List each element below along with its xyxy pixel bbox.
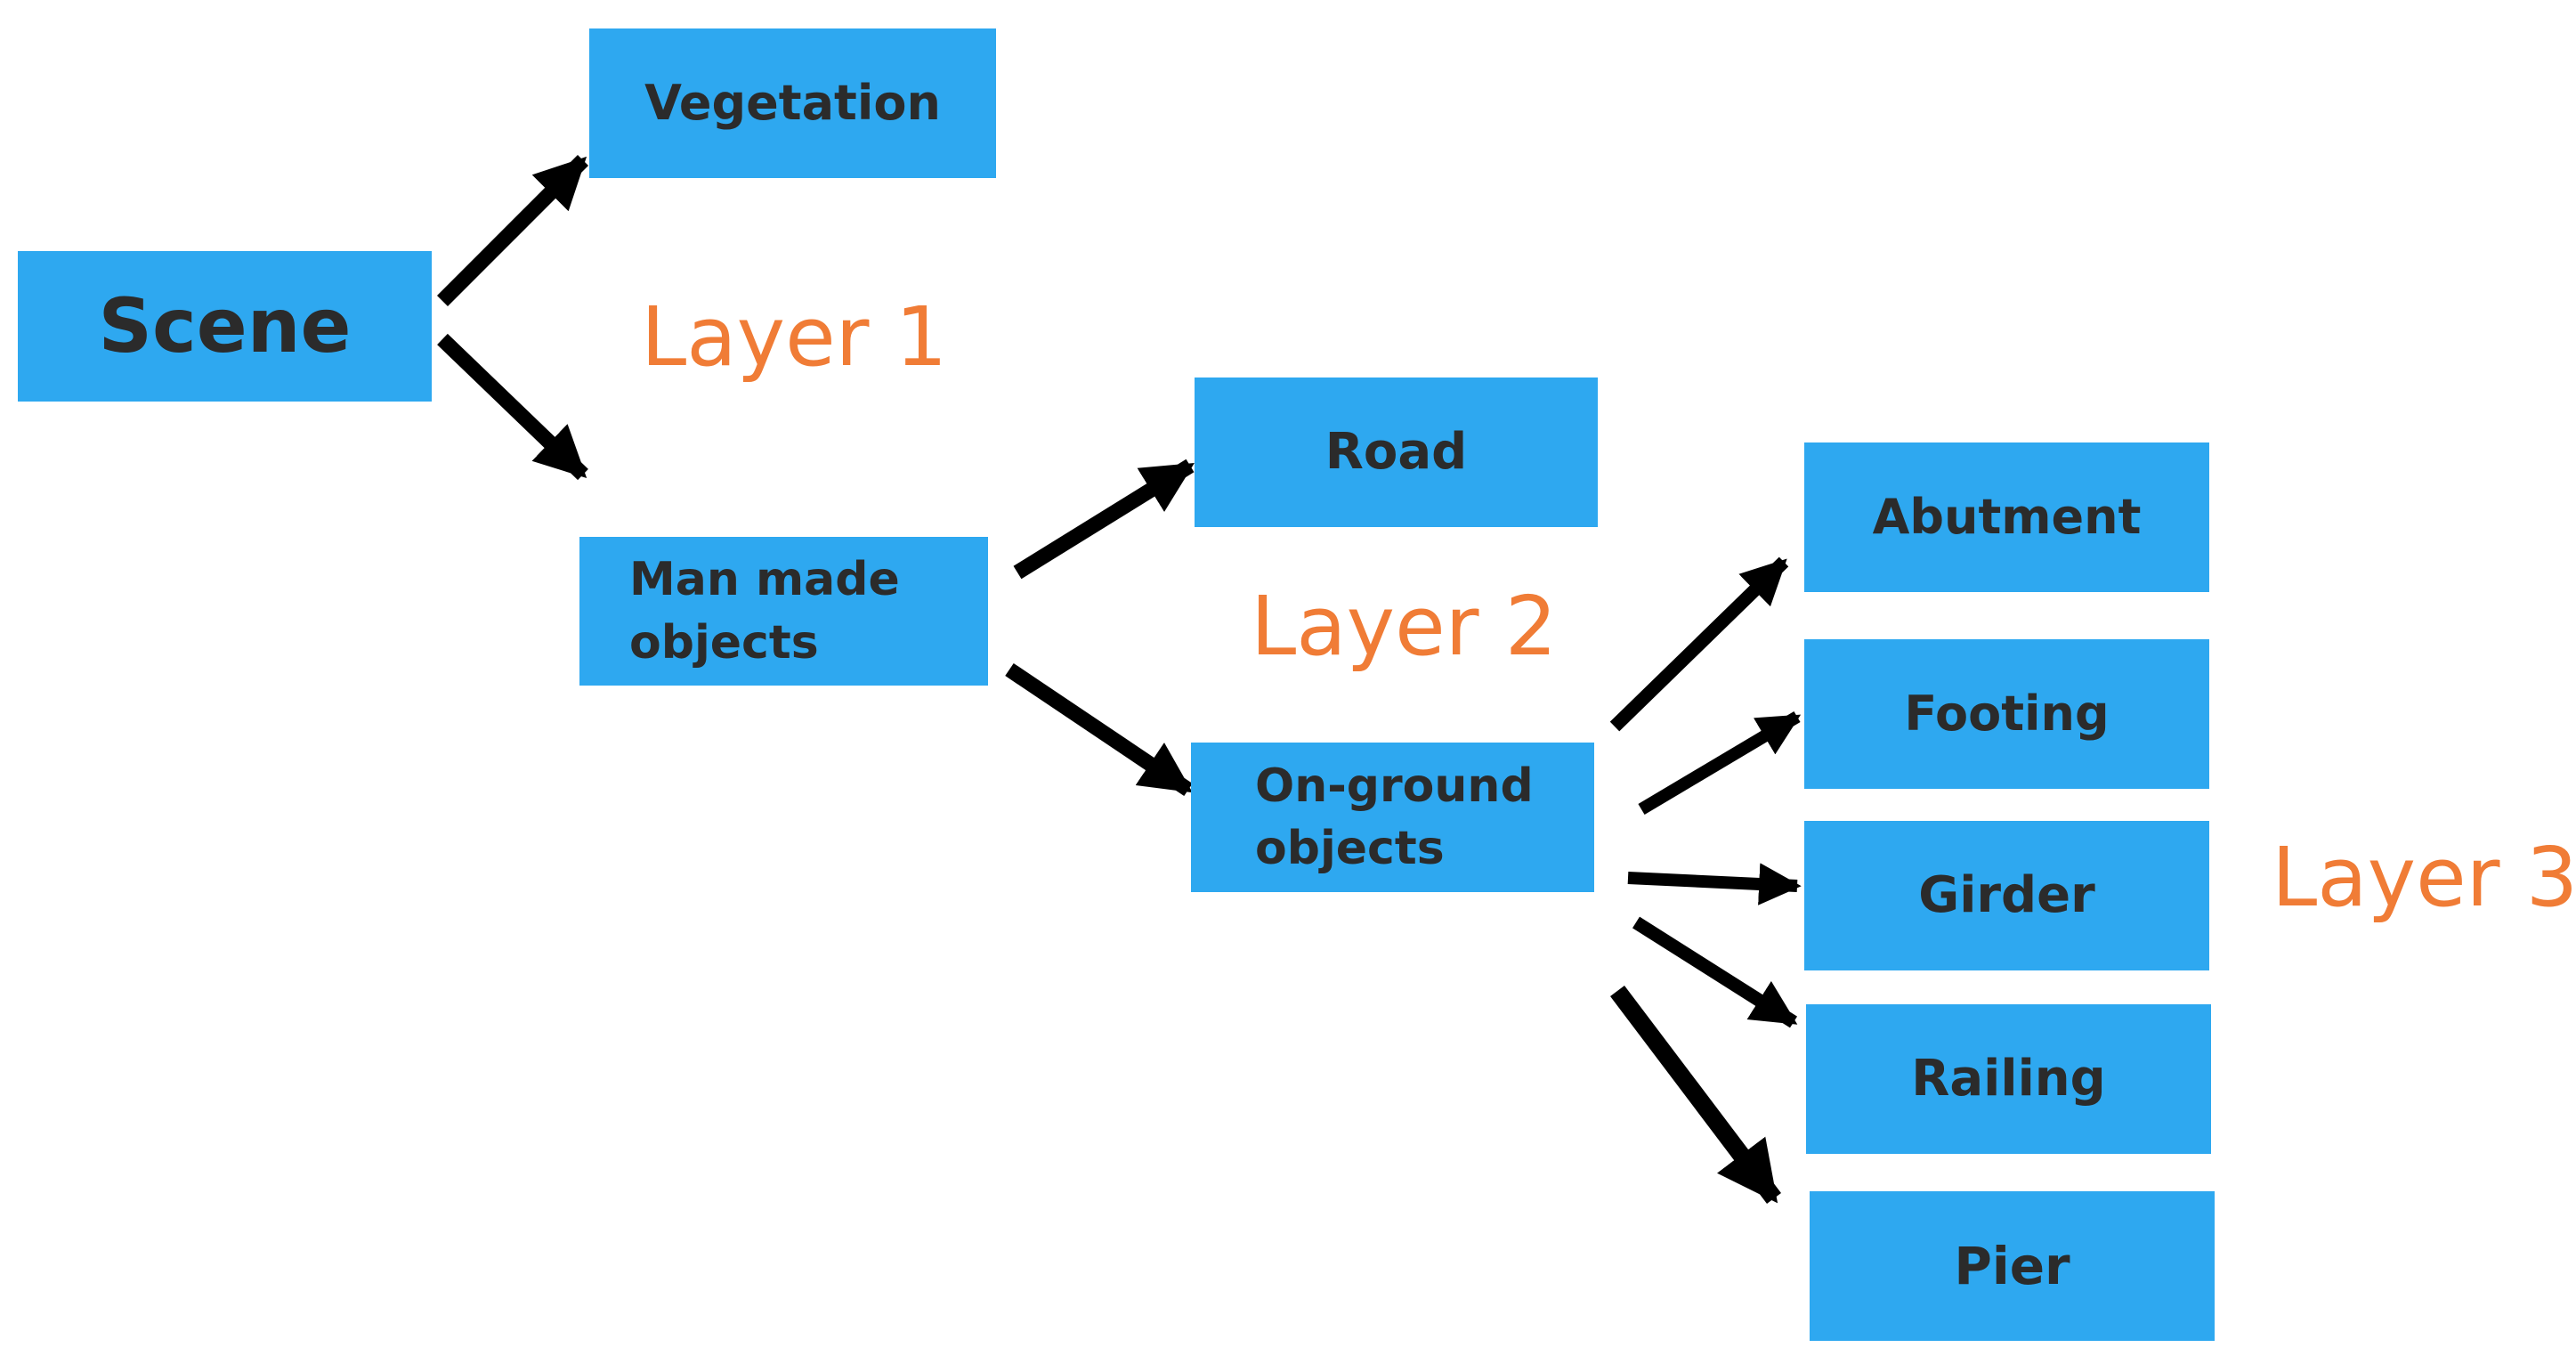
node-footing: Footing	[1804, 639, 2209, 789]
arrow-man-made-to-road	[1013, 459, 1195, 580]
arrow-on-ground-to-girder	[1627, 863, 1802, 905]
arrow-scene-to-man-made	[437, 333, 588, 481]
arrow-man-made-to-on-ground	[1005, 662, 1193, 797]
node-on-ground-objects: On-ground objects	[1191, 743, 1594, 892]
node-on-ground-objects-label: On-ground objects	[1255, 759, 1534, 875]
node-man-made-objects: Man made objects	[579, 537, 988, 686]
node-railing-label: Railing	[1911, 1050, 2106, 1108]
node-road: Road	[1195, 378, 1598, 527]
node-vegetation-label: Vegetation	[644, 74, 941, 131]
node-vegetation: Vegetation	[589, 28, 996, 178]
node-pier: Pier	[1810, 1191, 2215, 1341]
node-scene: Scene	[18, 251, 432, 402]
arrow-on-ground-to-pier	[1610, 985, 1781, 1205]
arrow-on-ground-to-railing	[1632, 916, 1798, 1028]
node-scene-label: Scene	[98, 281, 352, 369]
layer-2-label: Layer 2	[1251, 579, 1558, 674]
node-road-label: Road	[1324, 423, 1468, 482]
node-footing-label: Footing	[1904, 685, 2110, 742]
arrow-on-ground-to-abutment	[1609, 556, 1789, 732]
node-railing: Railing	[1806, 1004, 2211, 1154]
node-girder: Girder	[1804, 821, 2209, 970]
node-abutment: Abutment	[1804, 442, 2209, 592]
node-girder-label: Girder	[1918, 866, 2095, 925]
node-pier-label: Pier	[1954, 1235, 2070, 1296]
node-abutment-label: Abutment	[1872, 488, 2142, 545]
layer-1-label: Layer 1	[641, 289, 948, 385]
arrow-scene-to-vegetation	[436, 154, 589, 307]
node-man-made-objects-label: Man made objects	[629, 553, 900, 670]
layer-3-label: Layer 3	[2272, 830, 2576, 925]
arrow-on-ground-to-footing	[1638, 710, 1802, 816]
